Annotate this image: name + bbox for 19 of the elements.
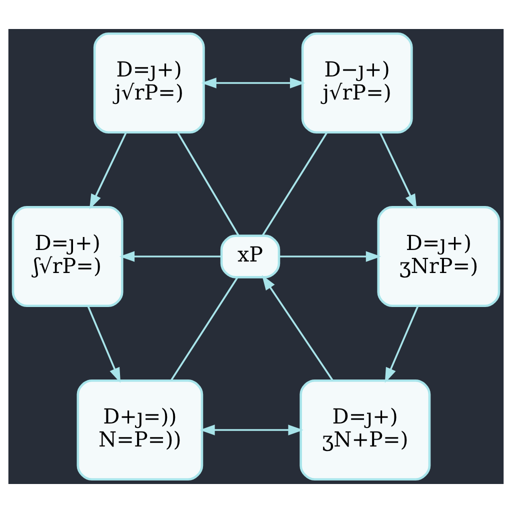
arrow	[87, 305, 121, 382]
node-box: D+ȷ=)) N=P=))	[76, 378, 204, 480]
arrow	[379, 132, 417, 209]
connector	[177, 132, 240, 236]
arrow	[200, 424, 304, 435]
arrow	[262, 274, 334, 380]
arrow	[384, 305, 419, 382]
arrow	[89, 132, 127, 209]
node-box: D=ȷ+) ʃ√rP=)	[12, 205, 124, 307]
connector	[170, 276, 238, 380]
node-box: xP	[220, 234, 280, 278]
arrow	[119, 250, 222, 262]
node-box: D−ȷ+) j√rP=)	[301, 32, 413, 134]
arrow	[201, 77, 306, 88]
node-box: D=ȷ+) ʒN+P=)	[300, 378, 431, 480]
node-box: D=ȷ+) j√rP=)	[93, 32, 205, 134]
connector	[262, 132, 328, 236]
arrow	[279, 250, 382, 262]
node-box: D=ȷ+) ʒNrP=)	[377, 205, 500, 307]
